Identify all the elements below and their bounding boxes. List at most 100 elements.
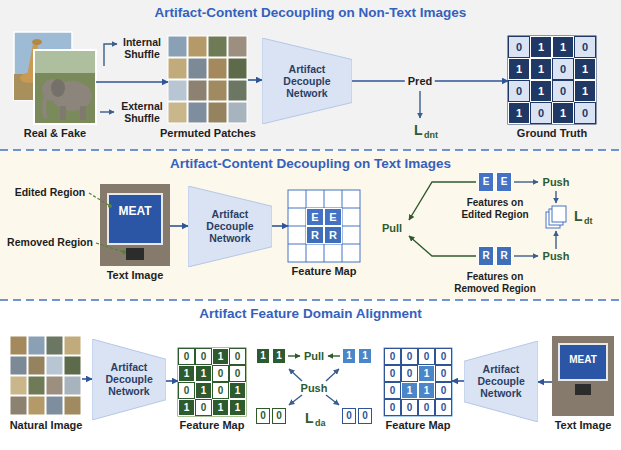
label-text: 0 [276,410,282,422]
image-caption: Real & Fake [24,127,86,139]
text-holder: Artifact Decouple Network [278,63,336,99]
label-text: 1 [538,63,544,76]
leader-line [96,243,124,252]
loss-subscript: da [315,418,326,428]
push-arrow [555,231,556,249]
label-text: 0 [390,385,396,397]
text-holder: Features on Edited Region [452,197,538,220]
label-text: 1 [362,350,368,362]
label-text: R [482,250,489,262]
grid-cell: 1 [530,80,552,102]
shuffle-symbol [104,44,117,66]
permuted-patch-grid [168,58,187,79]
grid-cell: 0 [256,408,270,424]
image-caption: Features on Edited Region [461,197,528,220]
grid-cell: E [324,208,342,226]
label-text: 0 [538,107,544,120]
text-holder: Real & Fake [24,127,86,140]
grid-cell: 1 [178,365,195,382]
network-label: Artifact Decouple Network [278,63,336,99]
permuted-patch-grid [228,58,247,79]
grid-cell: 1 [418,382,435,399]
grid-cell: 0 [401,399,418,416]
grid-frame [384,348,452,416]
label-text: MEAT [569,354,597,365]
label-text: 0 [582,41,588,54]
text-holder: Permuted Patches [160,127,256,140]
label-text: 1 [538,85,544,98]
permuted-patch-grid [208,80,227,101]
feature-stack [552,206,566,222]
loss-term-label: Push [301,382,328,395]
text-image-photo [559,344,607,380]
grid-cell: 0 [212,365,229,382]
label-text: 1 [516,107,522,120]
label-text: E [329,211,336,224]
panel-ground [0,151,621,300]
grid-frame [508,36,596,124]
label-text: 0 [201,402,207,414]
permuted-patch-grid [208,36,227,57]
label-text: Push [301,382,328,394]
permuted-patch-grid [188,58,207,79]
text-image-photo [108,194,162,244]
trapezoid-shape [188,186,272,267]
edge-label: Pred [405,75,435,88]
natural-patch-grid [28,376,45,395]
grid-cell: 0 [384,348,401,365]
grid-cell: 1 [342,348,356,364]
image-caption: Features on Removed Region [454,271,536,294]
label-text: 1 [407,385,413,397]
text-holder: Feature Map [292,265,357,278]
real-fake-photos [34,50,96,124]
loss-symbol: L [414,122,423,138]
loss-subscript: dt [584,216,593,226]
text-image-photo [575,384,591,395]
push-arrow [289,369,339,405]
grid-cell: 1 [508,58,530,80]
natural-patch-grid [64,376,81,395]
flow-arrow [166,380,178,382]
flow-arrow [248,79,262,81]
grid-cell: 1 [358,348,372,364]
feature-map-grid [288,190,360,262]
label-text: 1 [184,368,190,380]
label-text: Push [543,250,570,262]
network-label: Artifact Decouple Network [106,361,153,397]
label-text: 1 [260,350,266,362]
label-text: 0 [184,351,190,363]
label-text: 0 [407,368,413,380]
panel-ground [0,301,621,450]
image-caption: Ground Truth [517,127,587,139]
text-holder: Feature Map [386,419,451,432]
label-text: 1 [424,368,430,380]
grid-cell: 1 [552,102,574,124]
label-text: 1 [582,63,588,76]
network-trapezoid: Artifact Decouple Network [464,341,538,422]
image-panel: Permuted Patches [168,36,248,124]
grid-cell: R [496,246,512,266]
flow-arrow [452,380,464,382]
leader-line [89,193,124,252]
text-holder: Artifact Decouple Network [106,361,153,397]
grid-cell: 0 [552,80,574,102]
dashed-separator [0,150,621,300]
shuffle-symbol [100,44,117,112]
grid-cell: E [496,172,512,192]
text-holder: Feature Map [180,419,245,432]
permuted-patch-grid [228,80,247,101]
label-text: 0 [560,63,566,76]
image-caption: Text Image [555,419,612,431]
real-fake-photos [35,51,95,73]
image-caption: Feature Map [292,265,357,277]
label-text: 0 [218,385,224,397]
label-text: Pull [382,222,402,234]
image-panel: Natural Image [10,336,82,416]
grid-cell: 0 [530,102,552,124]
network-label: Artifact Decouple Network [478,363,525,399]
label-text: 0 [184,385,190,397]
label-text: 1 [582,85,588,98]
text-image-photo [126,248,144,260]
grid-cell: 1 [195,382,212,399]
shuffle-symbol [100,111,114,112]
